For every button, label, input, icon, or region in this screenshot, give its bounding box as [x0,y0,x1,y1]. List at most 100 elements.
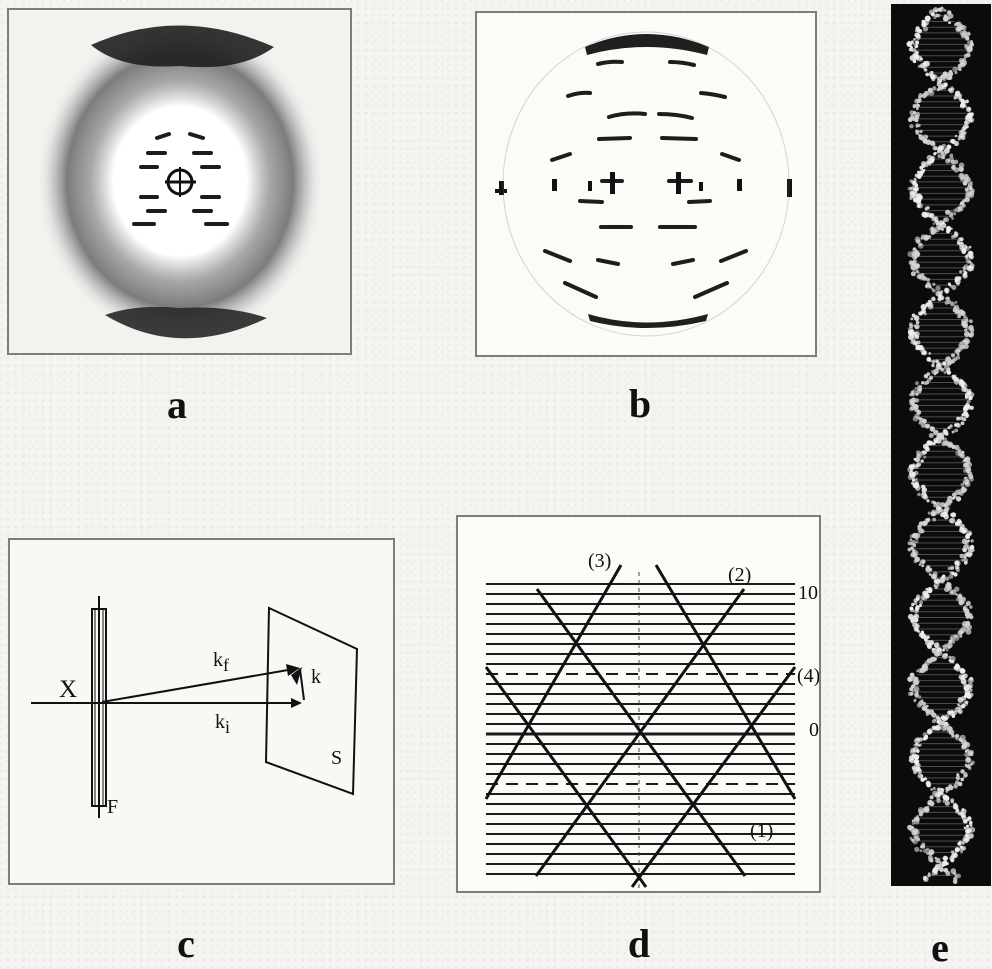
helix-atom [925,424,929,428]
helix-atom [924,876,927,879]
helix-atom [929,89,932,92]
helix-atom [948,88,952,92]
helix-atom [916,594,920,598]
helix-atom [960,454,965,459]
helix-atom [947,370,951,374]
helix-atom [957,353,960,356]
panel-d-layer-line-diagram: (3) (2) 10 (4) 0 (1) [456,515,821,893]
helix-atom [915,536,919,540]
helix-atom [928,857,933,862]
helix-atom [913,60,917,64]
helix-atom [908,548,912,552]
helix-atom [957,703,960,706]
helix-atom [946,648,949,651]
helix-atom [933,74,937,78]
helix-atom [912,622,918,628]
panel-a-diffraction-pattern [7,8,352,355]
helix-atom [965,481,971,487]
helix-atom [923,235,929,241]
label-kf-main: k [213,649,223,671]
helix-atom [967,696,970,699]
helix-atom [932,283,935,286]
helix-atom [928,163,931,166]
helix-atom [914,178,917,181]
helix-atom [926,852,929,855]
helix-atom [953,872,956,875]
helix-atom [954,429,958,433]
helix-atom [958,697,964,703]
helix-atom [965,100,969,104]
label-k-vector: k [311,666,321,688]
helix-atom [943,362,946,365]
helix-atom [963,181,967,185]
helix-atom [933,16,936,19]
helix-atom [955,27,960,32]
helix-atom [918,528,923,533]
helix-atom [959,97,963,101]
helix-atom [950,302,955,307]
helix-atom [916,104,920,108]
helix-atom [954,306,957,309]
helix-atom [963,315,967,319]
helix-atom [913,744,916,747]
helix-atom [945,158,950,163]
helix-atom [946,500,951,505]
helix-atom [936,720,939,723]
helix-atom [929,433,934,438]
helix-atom [942,649,945,652]
label-line-3: (3) [588,550,611,572]
helix-atom [964,458,968,462]
panel-d-label: d [619,924,659,964]
helix-atom [963,344,969,350]
helix-atom [963,549,966,552]
helix-atom [964,752,970,758]
helix-atom [919,671,922,674]
helix-atom [949,732,952,735]
helix-atom [932,143,935,146]
helix-atom [954,234,958,238]
helix-atom [959,527,965,533]
helix-atom [965,414,969,418]
helix-atom [928,17,930,19]
helix-atom [958,68,961,71]
helix-atom [945,297,948,300]
panel-b-svg [477,13,815,355]
helix-atom [936,286,941,291]
helix-atom [966,340,971,345]
helix-atom [955,737,958,740]
helix-atom [918,65,921,68]
helix-atom [923,169,925,171]
helix-atom [913,770,917,774]
helix-atom [914,44,918,48]
helix-atom [910,692,914,696]
helix-atom [959,270,962,273]
helix-atom [959,134,963,138]
label-line-10: 10 [798,582,818,604]
helix-atom [928,728,933,733]
helix-atom [960,778,964,782]
helix-atom [931,231,935,235]
panel-b-label: b [620,384,660,424]
helix-atom [964,746,967,749]
helix-atom [968,678,974,684]
helix-atom [947,426,950,429]
helix-atom [950,858,954,862]
helix-atom [954,784,958,788]
label-x-ray: X [59,676,77,703]
helix-atom [940,502,945,507]
helix-atom [970,545,974,549]
label-line-2: (2) [728,564,751,586]
helix-atom [915,393,918,396]
helix-atom [919,600,923,604]
helix-atom [954,379,960,385]
helix-atom [919,812,923,816]
helix-atom [910,187,914,191]
helix-atom [966,48,971,53]
helix-atom [947,229,951,233]
helix-atom [909,687,913,691]
helix-atom [964,197,970,203]
panel-b-diffraction-pattern [475,11,817,357]
helix-atom [935,10,938,13]
helix-atom [950,518,956,524]
helix-atom [964,105,967,108]
